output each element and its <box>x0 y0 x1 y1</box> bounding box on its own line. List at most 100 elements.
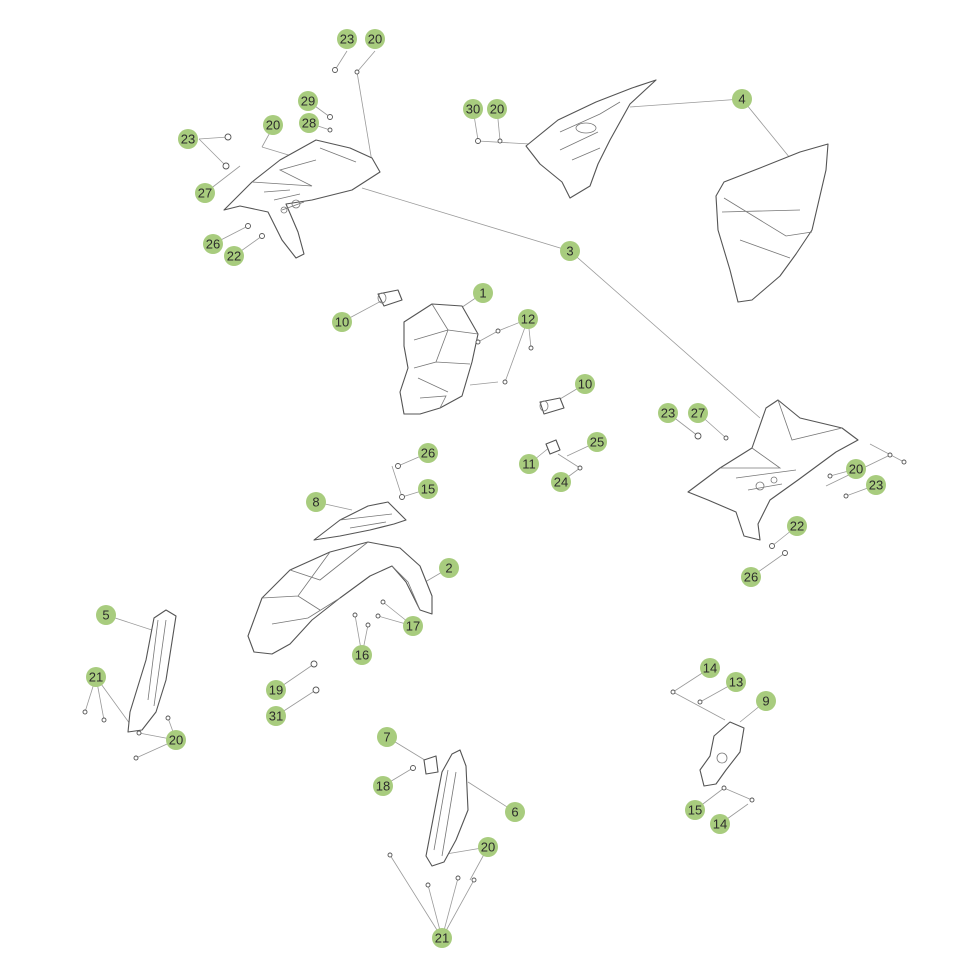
callout: 12 <box>518 309 538 329</box>
radiator-shroud-right <box>687 399 859 541</box>
callout: 6 <box>505 802 525 822</box>
callout: 14 <box>710 814 730 834</box>
callout: 30 <box>463 99 483 119</box>
callout: 15 <box>685 800 705 820</box>
svg-text:14: 14 <box>713 817 727 832</box>
svg-text:26: 26 <box>206 237 220 252</box>
callout: 29 <box>298 91 318 111</box>
callout: 28 <box>299 113 319 133</box>
callout: 31 <box>266 706 286 726</box>
callout: 27 <box>688 403 708 423</box>
callout: 22 <box>787 516 807 536</box>
indicator-light-right <box>539 397 565 415</box>
brake-hose-bracket <box>699 721 745 787</box>
svg-text:16: 16 <box>355 648 369 663</box>
callout: 26 <box>203 234 223 254</box>
callout: 23 <box>178 129 198 149</box>
callout: 21 <box>432 928 452 948</box>
svg-text:20: 20 <box>849 462 863 477</box>
svg-text:25: 25 <box>590 435 604 450</box>
side-cover-upper <box>525 79 657 199</box>
callout: 18 <box>373 776 393 796</box>
svg-text:27: 27 <box>691 406 705 421</box>
svg-text:26: 26 <box>421 446 435 461</box>
svg-text:23: 23 <box>661 406 675 421</box>
callout: 20 <box>365 29 385 49</box>
svg-text:23: 23 <box>340 32 354 47</box>
svg-text:22: 22 <box>790 519 804 534</box>
svg-text:20: 20 <box>169 733 183 748</box>
callout: 20 <box>487 99 507 119</box>
callout: 20 <box>846 459 866 479</box>
svg-text:12: 12 <box>521 312 535 327</box>
side-panel-right <box>715 143 829 303</box>
svg-text:11: 11 <box>522 457 536 472</box>
callout: 10 <box>575 374 595 394</box>
callout: 15 <box>418 479 438 499</box>
svg-text:9: 9 <box>762 694 769 709</box>
svg-text:23: 23 <box>181 132 195 147</box>
callout: 17 <box>403 616 423 636</box>
callout: 26 <box>418 443 438 463</box>
svg-text:27: 27 <box>198 186 212 201</box>
front-fender <box>247 541 433 655</box>
svg-text:8: 8 <box>312 495 319 510</box>
callout: 8 <box>306 492 326 512</box>
callout: 20 <box>263 115 283 135</box>
callout: 23 <box>866 475 886 495</box>
svg-text:22: 22 <box>227 249 241 264</box>
headlight-mask <box>399 303 479 415</box>
svg-text:3: 3 <box>566 244 573 259</box>
callout: 5 <box>96 605 116 625</box>
svg-text:30: 30 <box>466 102 480 117</box>
callout: 24 <box>551 472 571 492</box>
fender-extension <box>313 501 407 541</box>
svg-text:1: 1 <box>479 286 486 301</box>
svg-text:23: 23 <box>869 478 883 493</box>
svg-text:31: 31 <box>269 709 283 724</box>
svg-text:4: 4 <box>738 92 745 107</box>
svg-text:20: 20 <box>490 102 504 117</box>
callout: 11 <box>519 454 539 474</box>
callout: 7 <box>377 727 397 747</box>
callout: 13 <box>726 672 746 692</box>
svg-text:10: 10 <box>335 315 349 330</box>
svg-text:19: 19 <box>269 683 283 698</box>
callout: 10 <box>332 312 352 332</box>
small-grommet <box>545 439 561 455</box>
svg-text:15: 15 <box>688 803 702 818</box>
svg-text:2: 2 <box>445 561 452 576</box>
svg-text:29: 29 <box>301 94 315 109</box>
callout: 23 <box>337 29 357 49</box>
svg-text:20: 20 <box>266 118 280 133</box>
svg-text:21: 21 <box>89 670 103 685</box>
callout: 2 <box>439 558 459 578</box>
svg-text:10: 10 <box>578 377 592 392</box>
callout: 3 <box>560 241 580 261</box>
svg-text:24: 24 <box>554 475 568 490</box>
fasteners <box>82 67 907 888</box>
fork-guard-left <box>127 609 177 733</box>
fork-guard-right <box>425 749 469 867</box>
svg-text:13: 13 <box>729 675 743 690</box>
callout: 21 <box>86 667 106 687</box>
callout: 20 <box>478 837 498 857</box>
svg-text:21: 21 <box>435 931 449 946</box>
callout: 19 <box>266 680 286 700</box>
callout: 27 <box>195 183 215 203</box>
callout: 14 <box>700 658 720 678</box>
indicator-light-left <box>377 289 403 307</box>
svg-text:28: 28 <box>302 116 316 131</box>
callout: 1 <box>473 283 493 303</box>
callout: 9 <box>756 691 776 711</box>
svg-text:17: 17 <box>406 619 420 634</box>
svg-text:20: 20 <box>481 840 495 855</box>
svg-text:7: 7 <box>383 730 390 745</box>
callout: 23 <box>658 403 678 423</box>
svg-text:14: 14 <box>703 661 717 676</box>
svg-text:15: 15 <box>421 482 435 497</box>
svg-text:26: 26 <box>744 570 758 585</box>
callout: 25 <box>587 432 607 452</box>
svg-text:18: 18 <box>376 779 390 794</box>
